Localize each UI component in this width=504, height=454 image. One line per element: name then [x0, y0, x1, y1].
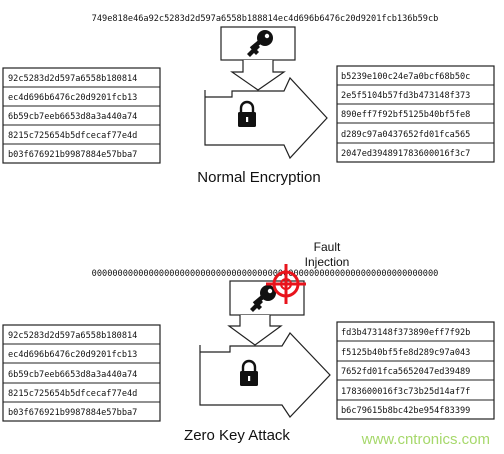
- fault-label-2: Injection: [305, 255, 350, 269]
- normal-caption: Normal Encryption: [197, 169, 320, 186]
- fault-label-1: Fault: [314, 240, 341, 254]
- normal-ciphertext-block: b5239e100c24e7a0bcf68b50c 2e5f5104b57fd3…: [336, 65, 495, 163]
- fault-injection-target-icon: [266, 264, 306, 304]
- normal-right-arrow: [204, 76, 328, 160]
- ciphertext-row: 2e5f5104b57fd3b473148f373: [341, 91, 470, 101]
- zero-right-arrow: [199, 332, 331, 418]
- lock-icon: [238, 100, 256, 127]
- ciphertext-row: 2047ed394891783600016f3c7: [341, 149, 470, 159]
- normal-plaintext-block: 92c5283d2d597a6558b180814 ec4d696b6476c2…: [2, 67, 161, 164]
- ciphertext-row: fd3b473148f373890eff7f92b: [341, 328, 470, 338]
- plaintext-row: 6b59cb7eeb6653d8a3a440a74: [8, 112, 137, 122]
- ciphertext-row: d289c97a0437652fd01fca565: [341, 130, 470, 140]
- plaintext-row: 8215c725654b5dfcecaf77e4d: [8, 131, 137, 141]
- ciphertext-row: 7652fd01fca5652047ed39489: [341, 367, 470, 377]
- key-icon: [250, 285, 276, 312]
- plaintext-row: 92c5283d2d597a6558b180814: [8, 331, 137, 341]
- zero-down-arrow: [227, 315, 283, 346]
- plaintext-row: 8215c725654b5dfcecaf77e4d: [8, 389, 137, 399]
- ciphertext-row: 890eff7f92bf5125b40bf5fe8: [341, 110, 470, 120]
- plaintext-row: ec4d696b6476c20d9201fcb13: [8, 93, 137, 103]
- ciphertext-row: 1783600016f3c73b25d14af7f: [341, 387, 470, 397]
- zero-plaintext-block: 92c5283d2d597a6558b180814 ec4d696b6476c2…: [2, 324, 161, 422]
- zero-key-text: 0000000000000000000000000000000000000000…: [92, 269, 439, 279]
- zero-caption: Zero Key Attack: [184, 427, 290, 444]
- plaintext-row: ec4d696b6476c20d9201fcb13: [8, 350, 137, 360]
- plaintext-row: 6b59cb7eeb6653d8a3a440a74: [8, 370, 137, 380]
- normal-key-text: 749e818e46a92c5283d2d597a6558b188814ec4d…: [92, 14, 439, 24]
- plaintext-row: b03f676921b9987884e57bba7: [8, 408, 137, 418]
- key-icon: [247, 30, 273, 57]
- watermark: www.cntronics.com: [361, 431, 490, 448]
- plaintext-row: 92c5283d2d597a6558b180814: [8, 74, 137, 84]
- ciphertext-row: b6c79615b8bc42be954f83399: [341, 406, 470, 416]
- lock-icon: [240, 359, 258, 386]
- ciphertext-row: b5239e100c24e7a0bcf68b50c: [341, 72, 470, 82]
- ciphertext-row: f5125b40bf5fe8d289c97a043: [341, 348, 470, 358]
- normal-down-arrow: [230, 60, 286, 91]
- zero-ciphertext-block: fd3b473148f373890eff7f92b f5125b40bf5fe8…: [336, 321, 495, 420]
- plaintext-row: b03f676921b9987884e57bba7: [8, 150, 137, 160]
